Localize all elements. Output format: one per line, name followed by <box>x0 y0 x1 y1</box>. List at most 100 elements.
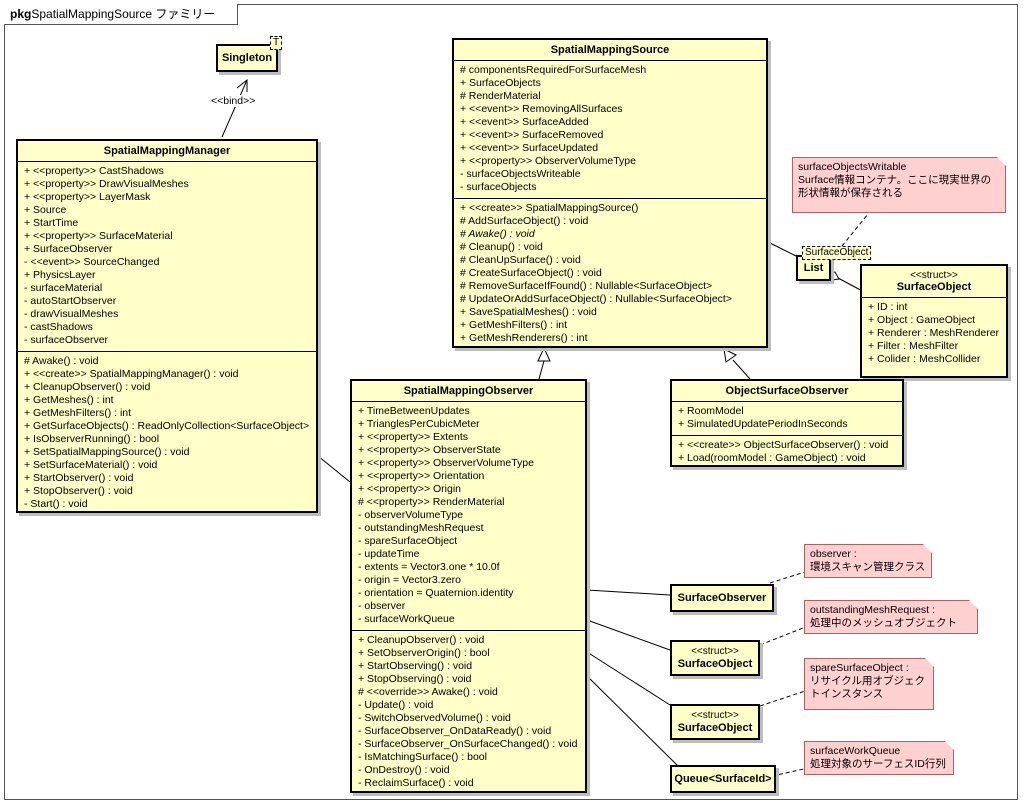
member-row: - observerVolumeType <box>358 509 464 521</box>
class-name: SpatialMappingManager <box>103 145 231 157</box>
surface-object-class-2[interactable]: <<struct>> SurfaceObject <box>670 704 760 740</box>
member-row: + <<property>> DrawVisualMeshes <box>24 178 189 190</box>
spatial-mapping-manager-class[interactable]: SpatialMappingManager + <<property>> Cas… <box>16 139 318 513</box>
member-row: + SetSpatialMappingSource() : void <box>24 446 190 458</box>
member-row: - updateTime <box>358 548 420 560</box>
member-row: - IsMatchingSurface() : bool <box>358 751 487 763</box>
note-outstanding-mesh-request: outstandingMeshRequest :処理中のメッシュオブジェクト <box>804 600 978 634</box>
member-row: # RenderMaterial <box>460 90 541 102</box>
member-row: + ID : int <box>868 301 908 313</box>
member-row: + <<create>> SpatialMappingManager() : v… <box>24 368 239 380</box>
member-row: + <<event>> SurfaceUpdated <box>460 142 599 154</box>
member-row: # UpdateOrAddSurfaceObject() : Nullable<… <box>460 293 732 305</box>
singleton-class-name: Singleton <box>221 52 273 64</box>
member-row: # AddSurfaceObject() : void <box>460 215 589 227</box>
bind-line <box>221 79 248 138</box>
member-row: - SurfaceObserver_OnDataReady() : void <box>358 725 552 737</box>
class-name: SurfaceObject <box>677 658 753 670</box>
surface-observer-class[interactable]: SurfaceObserver <box>670 584 774 612</box>
stereotype: <<struct>> <box>910 270 958 281</box>
note-line: surfaceObjectsWritable <box>798 161 907 173</box>
spatial-mapping-observer-class[interactable]: SpatialMappingObserver + TimeBetweenUpda… <box>350 379 587 793</box>
association-observer-queue <box>586 675 681 769</box>
class-name: Queue<SurfaceId> <box>674 773 772 785</box>
member-row: + Colider : MeshCollider <box>868 353 981 365</box>
member-row: + <<property>> Origin <box>358 483 462 495</box>
member-row: # Awake() : void <box>24 355 99 367</box>
attributes-compartment: + <<property>> CastShadows+ <<property>>… <box>18 161 316 351</box>
member-row: + <<property>> CastShadows <box>24 165 164 177</box>
list-class-name: List <box>803 262 824 274</box>
member-row: - extents = Vector3.one * 10.0f <box>358 561 500 573</box>
package-frame-tab: pkgSpatialMappingSource ファミリー <box>4 4 239 25</box>
surface-object-struct-class[interactable]: <<struct>> SurfaceObject + ID : int+ Obj… <box>860 264 1008 378</box>
member-row: - outstandingMeshRequest <box>358 522 484 534</box>
member-row: # <<override>> Awake() : void <box>358 686 498 698</box>
member-row: - Update() : void <box>358 699 434 711</box>
member-row: + StartObserving() : void <box>358 660 473 672</box>
class-name: SurfaceObject <box>677 722 753 734</box>
attributes-compartment: + TimeBetweenUpdates+ TrianglesPerCubicM… <box>352 401 585 630</box>
note-line: トインスタンス <box>810 688 884 700</box>
member-row: - surfaceObjectsWriteable <box>460 168 581 180</box>
member-row: + SimulatedUpdatePeriodInSeconds <box>678 418 848 430</box>
member-row: + <<property>> ObserverState <box>358 444 501 456</box>
member-row: - <<event>> SourceChanged <box>24 256 160 268</box>
queue-surface-id-class[interactable]: Queue<SurfaceId> <box>670 765 776 793</box>
package-frame <box>4 4 1018 800</box>
package-name: SpatialMappingSource ファミリー <box>31 7 216 21</box>
note-link-queue <box>771 767 809 777</box>
member-row: + Load(roomModel : GameObject) : void <box>678 452 866 464</box>
singleton-class[interactable]: Singleton <box>216 44 278 72</box>
member-row: + GetMeshes() : int <box>24 394 114 406</box>
aggregation-diamond <box>828 271 840 281</box>
member-row: + <<event>> RemovingAllSurfaces <box>460 103 623 115</box>
spatial-mapping-source-class[interactable]: SpatialMappingSource # componentsRequire… <box>452 38 768 348</box>
member-row: # RemoveSurfaceIfFound() : Nullable<Surf… <box>460 280 713 292</box>
object-surface-observer-class[interactable]: ObjectSurfaceObserver + RoomModel+ Simul… <box>670 379 904 467</box>
member-row: - observer <box>358 600 406 612</box>
member-row: + <<property>> SurfaceMaterial <box>24 230 173 242</box>
class-name: SpatialMappingObserver <box>403 385 534 397</box>
member-row: + CleanupObserver() : void <box>358 634 485 646</box>
member-row: + StopObserving() : void <box>358 673 472 685</box>
member-row: + TimeBetweenUpdates <box>358 405 470 417</box>
note-link-outstanding <box>759 625 809 646</box>
member-row: + SurfaceObserver <box>24 243 113 255</box>
note-spare-surface-object: spareSurfaceObject :リサイクル用オブジェクトインスタンス <box>804 658 934 710</box>
member-row: - origin = Vector3.zero <box>358 574 462 586</box>
member-row: # <<property>> RenderMaterial <box>358 496 505 508</box>
member-row: + CleanupObserver() : void <box>24 381 151 393</box>
member-row: # Awake() : void <box>460 228 535 240</box>
note-line: spareSurfaceObject : <box>810 662 909 674</box>
stereotype: <<struct>> <box>691 646 739 657</box>
note-line: Surface情報コンテナ。ここに現実世界の <box>798 174 992 186</box>
member-row: + <<property>> ObserverVolumeType <box>460 155 636 167</box>
note-observer: observer :環境スキャン管理クラス <box>804 544 932 578</box>
member-row: - spareSurfaceObject <box>358 535 458 547</box>
member-row: - drawVisualMeshes <box>24 308 119 320</box>
member-row: + TrianglesPerCubicMeter <box>358 418 480 430</box>
member-row: + Renderer : MeshRenderer <box>868 327 1000 339</box>
attributes-compartment: + RoomModel+ SimulatedUpdatePeriodInSeco… <box>672 401 902 435</box>
member-row: + GetMeshFilters() : int <box>460 319 568 331</box>
member-row: + <<property>> Extents <box>358 431 469 443</box>
surface-object-class-1[interactable]: <<struct>> SurfaceObject <box>670 640 760 676</box>
operations-compartment: + <<create>> SpatialMappingSource()# Add… <box>454 198 766 349</box>
member-row: + Object : GameObject <box>868 314 976 326</box>
member-row: - surfaceWorkQueue <box>358 613 455 625</box>
member-row: + StartTime <box>24 217 79 229</box>
operations-compartment: + CleanupObserver() : void+ SetObserverO… <box>352 630 585 794</box>
member-row: + <<event>> SurfaceRemoved <box>460 129 604 141</box>
note-line: リサイクル用オブジェク <box>810 675 925 687</box>
generalization-observer-source <box>538 360 545 380</box>
association-observer-surfaceobject1 <box>586 619 671 651</box>
member-row: - orientation = Quaternion.identity <box>358 587 514 599</box>
member-row: - OnDestroy() : void <box>358 764 450 776</box>
class-name: ObjectSurfaceObserver <box>725 385 849 397</box>
member-row: + GetMeshFilters() : int <box>24 407 132 419</box>
member-row: + SetObserverOrigin() : bool <box>358 647 490 659</box>
association-observer-surfaceobject2 <box>586 651 671 706</box>
note-line: 環境スキャン管理クラス <box>810 561 926 573</box>
